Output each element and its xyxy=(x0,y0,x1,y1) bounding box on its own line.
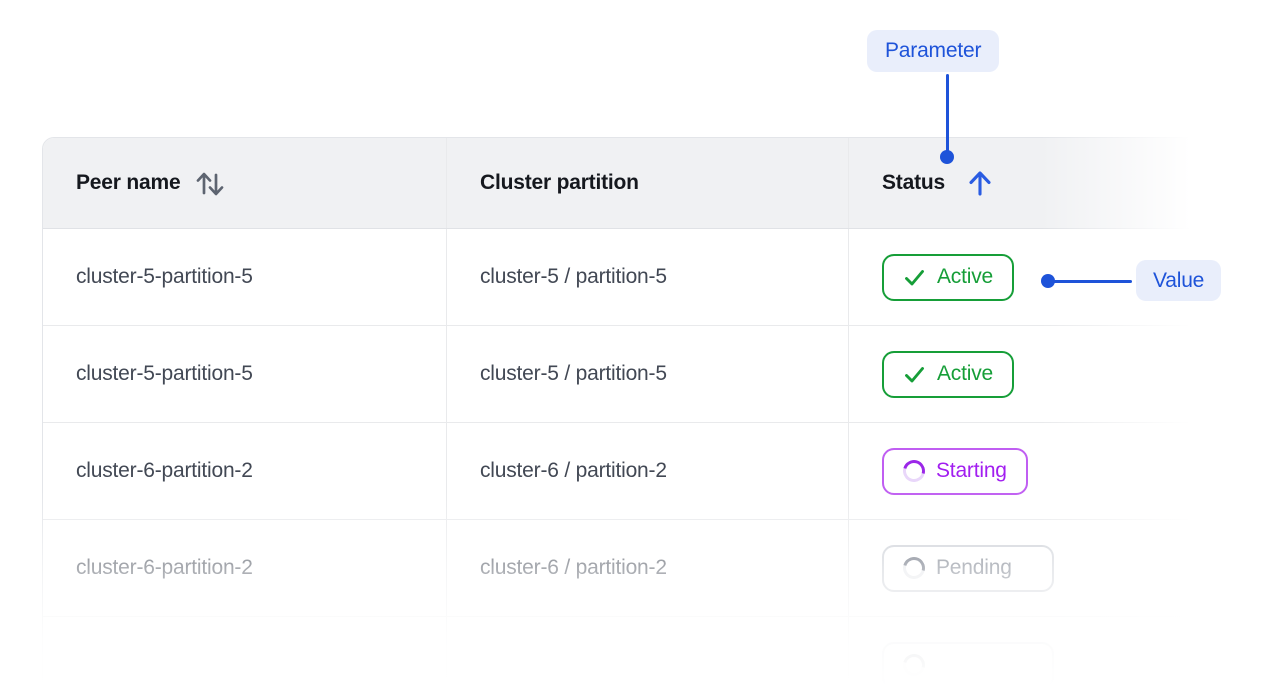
cluster-partition-cell: cluster-5 / partition-5 xyxy=(446,229,848,325)
status-badge: Pending xyxy=(882,544,1054,592)
status-label: Starting xyxy=(936,459,1007,482)
check-icon xyxy=(903,363,926,386)
column-header-label: Status xyxy=(882,171,945,194)
cluster-partition-cell: cluster-5 / partition-5 xyxy=(446,326,848,422)
table-row: cluster-6-partition-2 cluster-6 / partit… xyxy=(43,520,1231,617)
arrow-up-icon[interactable] xyxy=(966,167,994,199)
status-badge: Starting xyxy=(882,447,1028,495)
parameter-annotation-dot xyxy=(940,150,954,164)
status-cell: Starting xyxy=(848,423,1231,519)
parameter-annotation-badge: Parameter xyxy=(867,30,1000,72)
check-icon xyxy=(903,266,926,289)
peer-name-cell xyxy=(43,617,446,688)
status-cell: Pending xyxy=(848,520,1231,616)
column-header-label: Cluster partition xyxy=(480,171,639,194)
spinner-icon xyxy=(898,649,930,681)
value-annotation-line xyxy=(1048,279,1132,283)
column-header-cluster-partition: Cluster partition xyxy=(446,138,848,228)
column-header-peer-name[interactable]: Peer name xyxy=(43,138,446,228)
peers-table: Peer name Cluster partition Status xyxy=(42,137,1232,688)
status-label: Active xyxy=(937,362,993,385)
peer-name-cell: cluster-6-partition-2 xyxy=(76,459,253,482)
spinner-icon xyxy=(898,455,930,487)
value-annotation-badge: Value xyxy=(1136,260,1222,301)
peer-name-cell: cluster-5-partition-5 xyxy=(76,362,253,385)
cluster-partition-cell xyxy=(446,617,848,688)
table-header-row: Peer name Cluster partition Status xyxy=(43,138,1231,229)
table-row: cluster-5-partition-5 cluster-5 / partit… xyxy=(43,326,1231,423)
spinner-icon xyxy=(898,552,930,584)
sort-arrows-icon[interactable] xyxy=(195,166,225,200)
status-label: Pending xyxy=(936,556,1012,579)
peer-name-cell: cluster-5-partition-5 xyxy=(76,265,253,288)
status-badge: Active xyxy=(882,350,1014,398)
status-cell: Active xyxy=(848,326,1231,422)
cluster-partition-cell: cluster-6 / partition-2 xyxy=(446,520,848,616)
parameter-annotation-line xyxy=(946,74,949,152)
column-header-status[interactable]: Status xyxy=(848,138,1231,228)
status-label: Active xyxy=(937,265,993,288)
column-header-label: Peer name xyxy=(76,171,181,194)
table-row xyxy=(43,617,1231,688)
cluster-partition-cell: cluster-6 / partition-2 xyxy=(446,423,848,519)
status-badge xyxy=(882,641,1054,688)
status-cell xyxy=(848,617,1231,688)
table-row: cluster-5-partition-5 cluster-5 / partit… xyxy=(43,229,1231,326)
peer-name-cell: cluster-6-partition-2 xyxy=(76,556,253,579)
table-row: cluster-6-partition-2 cluster-6 / partit… xyxy=(43,423,1231,520)
status-cell: Active xyxy=(848,229,1231,325)
status-badge: Active xyxy=(882,253,1014,301)
